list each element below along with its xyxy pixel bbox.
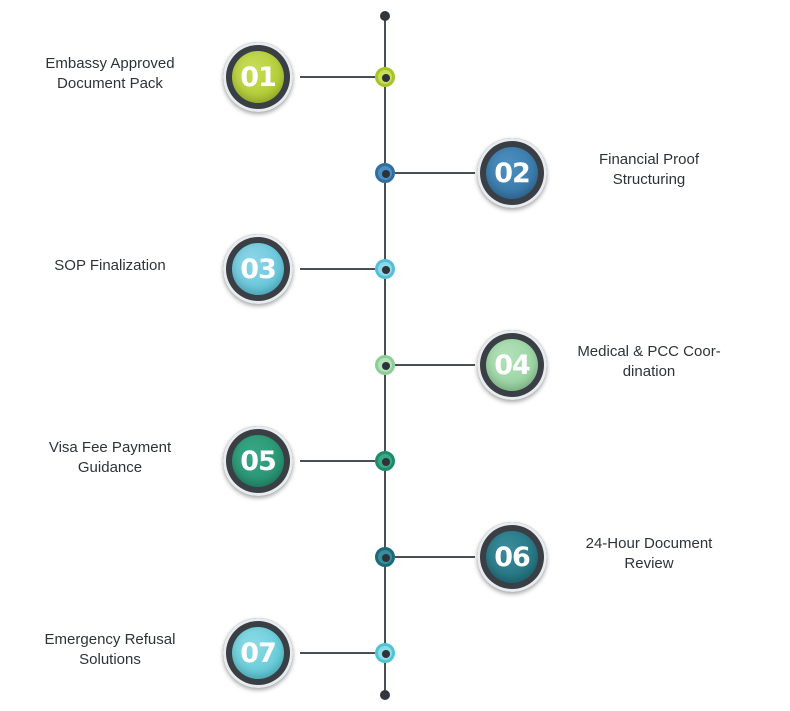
step-label: Embassy Approved Document Pack <box>45 55 175 92</box>
step-number: 03 <box>232 243 284 295</box>
step-number: 06 <box>486 531 538 583</box>
step-node <box>375 355 395 375</box>
step-node <box>375 643 395 663</box>
step-node <box>375 259 395 279</box>
step-number-badge: 06 <box>477 522 547 592</box>
step-label: 24-Hour Document Review <box>585 535 713 572</box>
step-connector <box>300 268 375 270</box>
timeline-step: 05 Visa Fee Payment Guidance <box>0 421 790 501</box>
step-number: 04 <box>486 339 538 391</box>
timeline-start-dot <box>380 11 390 21</box>
step-label: SOP Finalization <box>54 257 166 274</box>
step-number: 02 <box>486 147 538 199</box>
timeline-step: 07 Emergency Refusal Solutions <box>0 613 790 693</box>
timeline-step: 01 Embassy Approved Document Pack <box>0 37 790 117</box>
step-number-badge: 02 <box>477 138 547 208</box>
step-number-badge: 01 <box>223 42 293 112</box>
step-number: 07 <box>232 627 284 679</box>
timeline-step: 04 Medical & PCC Coor- dination <box>0 325 790 405</box>
step-number-badge: 05 <box>223 426 293 496</box>
timeline-step: 03 SOP Finalization <box>0 229 790 309</box>
timeline-step: 02 Financial Proof Structuring <box>0 133 790 213</box>
step-node <box>375 163 395 183</box>
timeline-step: 06 24-Hour Document Review <box>0 517 790 597</box>
step-label: Visa Fee Payment Guidance <box>48 439 172 476</box>
timeline-end-dot <box>380 690 390 700</box>
step-number: 01 <box>232 51 284 103</box>
step-connector <box>395 364 475 366</box>
step-node <box>375 67 395 87</box>
step-node <box>375 547 395 567</box>
step-label: Medical & PCC Coor- dination <box>577 343 721 380</box>
step-number: 05 <box>232 435 284 487</box>
step-node <box>375 451 395 471</box>
step-number-badge: 07 <box>223 618 293 688</box>
step-connector <box>395 172 475 174</box>
step-connector <box>300 76 375 78</box>
step-label: Financial Proof Structuring <box>598 151 700 188</box>
step-connector <box>395 556 475 558</box>
step-connector <box>300 652 375 654</box>
step-connector <box>300 460 375 462</box>
step-number-badge: 04 <box>477 330 547 400</box>
step-number-badge: 03 <box>223 234 293 304</box>
step-label: Emergency Refusal Solutions <box>44 631 176 668</box>
